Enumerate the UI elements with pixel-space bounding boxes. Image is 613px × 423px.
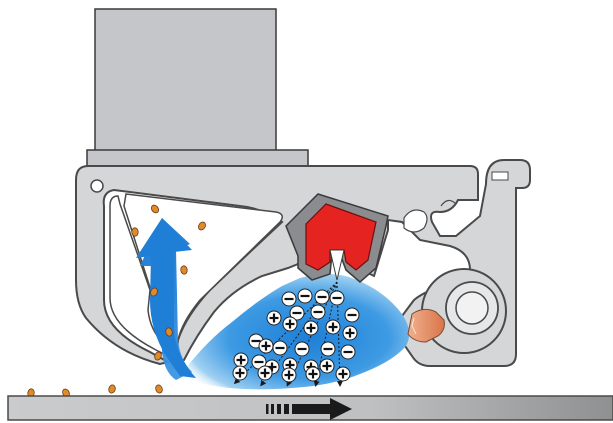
dust-particle [131, 227, 139, 237]
positive-charge [232, 365, 248, 381]
negative-charge [344, 307, 360, 323]
positive-charge [281, 367, 297, 383]
positive-charge [325, 319, 341, 335]
motor-block [86, 8, 309, 167]
air-nozzle [407, 308, 445, 343]
positive-charge [319, 358, 335, 374]
negative-charge [294, 341, 310, 357]
dust-particle [154, 351, 162, 361]
positive-charge [258, 338, 274, 354]
dust-particle [198, 221, 206, 231]
positive-charge [305, 366, 321, 382]
fan-motor [421, 268, 507, 354]
dust-particle [155, 384, 163, 394]
positive-charge [303, 320, 319, 336]
negative-charge [281, 291, 297, 307]
positive-charge [342, 325, 358, 341]
negative-charge [314, 289, 330, 305]
negative-charge [272, 340, 288, 356]
negative-charge [289, 305, 305, 321]
positive-charge [282, 316, 298, 332]
negative-charge [340, 344, 356, 360]
dust-particle [165, 327, 173, 337]
negative-charge [320, 341, 336, 357]
dust-particle [108, 384, 116, 394]
dust-particle [150, 204, 160, 214]
positive-charge [335, 366, 351, 382]
positive-charge [233, 352, 249, 368]
negative-charge [310, 304, 326, 320]
positive-charge [266, 310, 282, 326]
airflow-arrow [136, 218, 196, 380]
dust-particle [150, 287, 158, 297]
charges [232, 288, 360, 383]
negative-charge [297, 288, 313, 304]
negative-charge [329, 290, 345, 306]
emitter-electrode [285, 193, 389, 283]
positive-charge [257, 365, 273, 381]
motion-arrow [266, 398, 352, 420]
dust-particle [180, 265, 188, 275]
